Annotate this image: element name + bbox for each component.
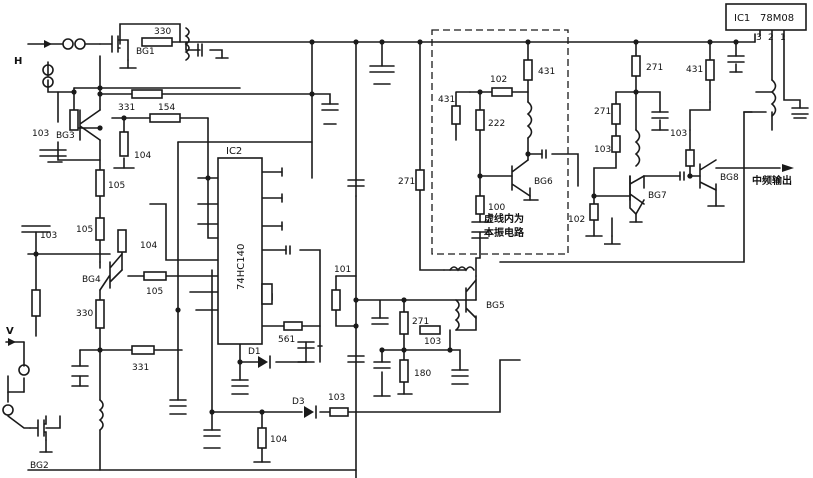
label-r103-bg7: 103 xyxy=(594,145,611,155)
terminal-h: H xyxy=(14,56,22,67)
ic1: IC1 78M08 3 2 1 xyxy=(725,3,807,43)
label-r104-bottom: 104 xyxy=(270,435,287,445)
label-r104-a: 104 xyxy=(134,151,151,161)
label-r271-bg7b: 271 xyxy=(594,107,611,117)
ground-symbols xyxy=(39,57,807,463)
label-r222: 222 xyxy=(488,119,505,129)
label-c103-left: 103 xyxy=(40,231,57,241)
transistor-bg8: BG8 xyxy=(720,173,739,183)
ic1-ref: IC1 xyxy=(734,13,750,24)
label-r104-b: 104 xyxy=(140,241,157,251)
transistor-bg3: BG3 xyxy=(56,131,75,141)
label-r102-bg7: 102 xyxy=(568,215,585,225)
label-r331-b: 331 xyxy=(132,363,149,373)
label-r271-bg7: 271 xyxy=(646,63,663,73)
label-r100: 100 xyxy=(488,203,505,213)
junction-dots xyxy=(33,39,739,415)
label-r105-a: 105 xyxy=(108,181,125,191)
label-r271-mid: 271 xyxy=(398,177,415,187)
label-r105-c: 105 xyxy=(146,287,163,297)
labels: H V 中频输出 BG1 BG2 BG3 BG4 BG5 BG6 BG7 BG8… xyxy=(6,27,792,471)
ic1-pin-2: 2 xyxy=(768,33,774,43)
oscillator-box xyxy=(431,29,569,255)
transistor-bg5: BG5 xyxy=(486,301,505,311)
transistor-bg2: BG2 xyxy=(30,461,49,471)
ic2: IC2 74HC140 xyxy=(217,146,273,345)
label-r105-b: 105 xyxy=(76,225,93,235)
ic2-ref: IC2 xyxy=(226,146,242,157)
label-r180: 180 xyxy=(414,369,431,379)
ic1-pin-3: 3 xyxy=(756,33,762,43)
transistor-bg6: BG6 xyxy=(534,177,553,187)
diodes xyxy=(258,355,317,419)
label-r103-bg8: 103 xyxy=(670,129,687,139)
label-r330-top: 330 xyxy=(154,27,171,37)
fuse-loops xyxy=(2,38,86,416)
transistor-bg4: BG4 xyxy=(82,275,101,285)
ic1-pin-1: 1 xyxy=(780,33,786,43)
transistor-bg7: BG7 xyxy=(648,191,667,201)
arrows xyxy=(8,40,794,346)
terminal-v: V xyxy=(6,326,14,337)
transistor-bg1: BG1 xyxy=(136,47,155,57)
resistors xyxy=(31,37,715,449)
label-r431-bg8: 431 xyxy=(686,65,703,75)
terminal-output: 中频输出 xyxy=(752,174,792,187)
label-r103-left: 103 xyxy=(32,129,49,139)
label-r102-osc: 102 xyxy=(490,75,507,85)
label-r331-top: 331 xyxy=(118,103,135,113)
label-r103-bg5: 103 xyxy=(424,337,441,347)
label-r431-osc-l: 431 xyxy=(438,95,455,105)
label-r431-osc: 431 xyxy=(538,67,555,77)
ic2-part: 74HC140 xyxy=(236,244,247,290)
label-r103-d3: 103 xyxy=(328,393,345,403)
box-label-line2: 本振电路 xyxy=(484,226,525,239)
box-label-line1: 虚线内为 xyxy=(484,212,524,225)
diode-d1: D1 xyxy=(248,347,261,357)
label-r154: 154 xyxy=(158,103,175,113)
label-r271-bg5: 271 xyxy=(412,317,429,327)
ic1-part: 78M08 xyxy=(760,13,794,24)
label-r561: 561 xyxy=(278,335,295,345)
transistor-symbols xyxy=(29,35,717,441)
label-r330-b: 330 xyxy=(76,309,93,319)
inductors xyxy=(98,27,777,431)
label-r101: 101 xyxy=(334,265,351,275)
wires xyxy=(5,23,801,478)
diode-d3: D3 xyxy=(292,397,305,407)
capacitors xyxy=(21,43,809,437)
